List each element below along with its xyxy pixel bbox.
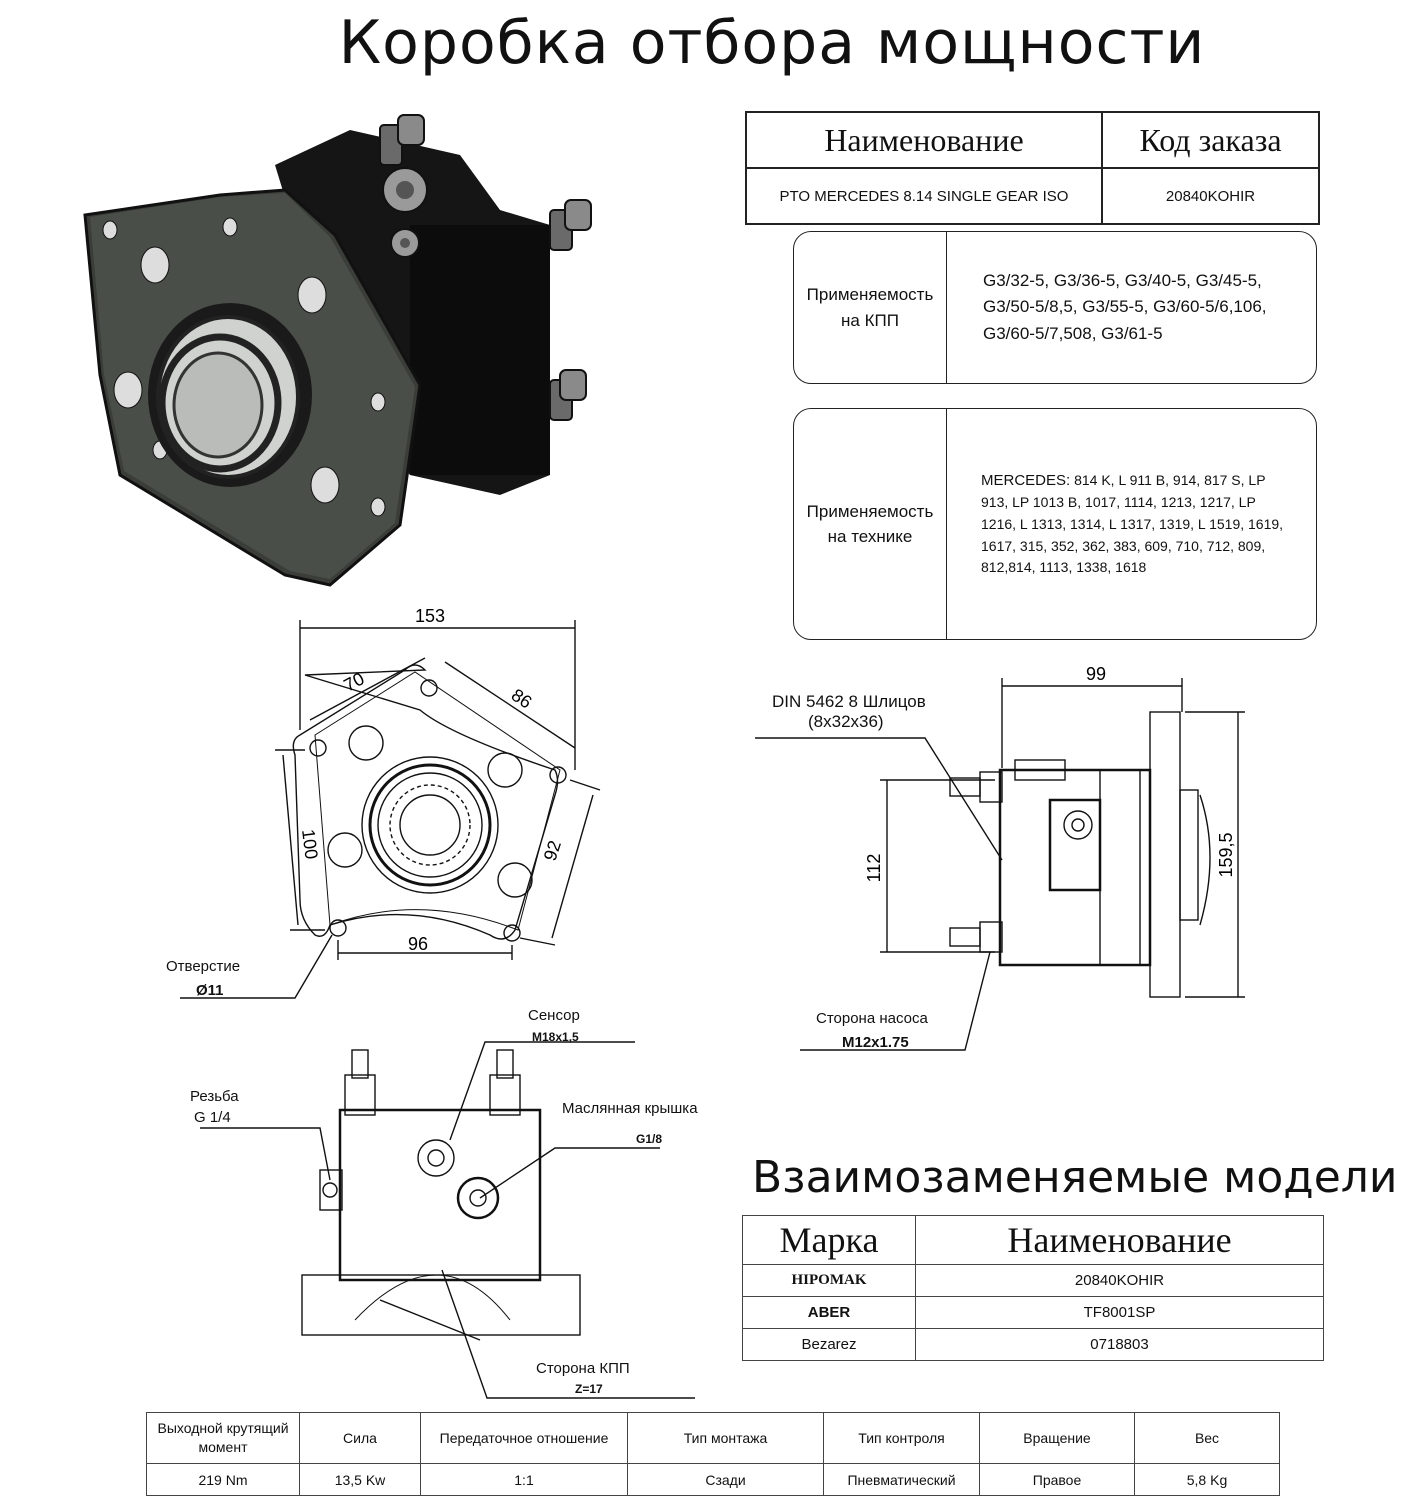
dim-92: 92 (540, 838, 565, 863)
hole-label: Отверстие (166, 958, 241, 975)
flange-hole (370, 392, 386, 412)
gearbox-side-label: Сторона КПП (536, 1360, 630, 1377)
dim-86: 86 (508, 685, 536, 713)
table-row: HIPOMAK 20840KOHIR (742, 1264, 1324, 1297)
sensor-value: M18x1,5 (532, 1030, 579, 1044)
flange-hole (140, 246, 170, 284)
spline-line2: (8x32x36) (808, 712, 884, 731)
sensor-label: Сенсор (528, 1007, 580, 1024)
pump-side-value: M12x1.75 (842, 1034, 909, 1051)
flange-hole (297, 276, 327, 314)
dim-96: 96 (408, 934, 428, 954)
order-table: Наименование Код заказа PTO MERCEDES 8.1… (745, 111, 1320, 225)
flange-hole (310, 466, 340, 504)
gearbox-side-value: Z=17 (575, 1382, 603, 1396)
front-view-drawing: 153 70 86 100 92 96 (180, 606, 601, 999)
oil-cap-label: Масляннaя крышка (562, 1100, 698, 1117)
table-row: ABER TF8001SP (742, 1296, 1324, 1329)
page-title: Коробка отбора мощности (338, 8, 1206, 78)
dim-100: 100 (298, 828, 322, 860)
spec-head-torque: Выходной крутящий момент (146, 1412, 300, 1464)
pump-side-label: Сторона насоса (816, 1010, 928, 1027)
vehicle-brand: MERCEDES: (981, 472, 1071, 489)
interchange-head-brand: Марка (742, 1215, 916, 1265)
vehicle-applicability-value: MERCEDES: 814 K, L 911 B, 914, 817 S, LP… (947, 409, 1316, 639)
gearbox-applicability-value: G3/32-5, G3/36-5, G3/40-5, G3/45-5, G3/5… (983, 270, 1267, 343)
flange-hole (222, 217, 238, 237)
dim-159: 159,5 (1216, 832, 1236, 877)
spec-head-control: Тип контроля (823, 1412, 980, 1464)
hole-value: Ø11 (196, 982, 224, 999)
thread-line1: Резьба (190, 1088, 239, 1105)
oil-cap-value: G1/8 (636, 1132, 663, 1146)
side-view-drawing: 99 112 159,5 (755, 664, 1245, 1051)
spec-head-power: Сила (299, 1412, 421, 1464)
spec-head-weight: Вес (1134, 1412, 1280, 1464)
order-head-code: Код заказа (1101, 111, 1320, 169)
flange-hole (370, 497, 386, 517)
flange-hole (113, 371, 143, 409)
spec-head-rotation: Вращение (979, 1412, 1135, 1464)
interchange-table: Марка Наименование HIPOMAK 20840KOHIR AB… (742, 1215, 1324, 1361)
table-row: 219 Nm 13,5 Kw 1:1 Сзади Пневматический … (146, 1463, 1280, 1496)
spec-head-ratio: Передаточное отношение (420, 1412, 628, 1464)
thread-line2: G 1/4 (194, 1109, 231, 1126)
interchange-head-name: Наименование (915, 1215, 1324, 1265)
vehicle-models: 814 K, L 911 B, 914, 817 S, LP 913, LP 1… (981, 472, 1284, 576)
pto-3d-render (83, 114, 592, 587)
interchange-title: Взаимозаменяемые модели (752, 1152, 1398, 1203)
order-code: 20840KOHIR (1101, 167, 1320, 225)
spline-line1: DIN 5462 8 Шлицов (772, 692, 926, 711)
order-head-name: Наименование (745, 111, 1103, 169)
flange-hole (102, 220, 118, 240)
table-row: Bezarez 0718803 (742, 1328, 1324, 1361)
dim-112: 112 (864, 854, 884, 883)
top-view-drawing (200, 1041, 695, 1399)
spec-table: Выходной крутящий момент Сила Передаточн… (146, 1412, 1280, 1496)
dim-99: 99 (1086, 664, 1106, 684)
dim-153: 153 (415, 606, 445, 626)
spec-head-mount: Тип монтажа (627, 1412, 824, 1464)
order-name: PTO MERCEDES 8.14 SINGLE GEAR ISO (745, 167, 1103, 225)
